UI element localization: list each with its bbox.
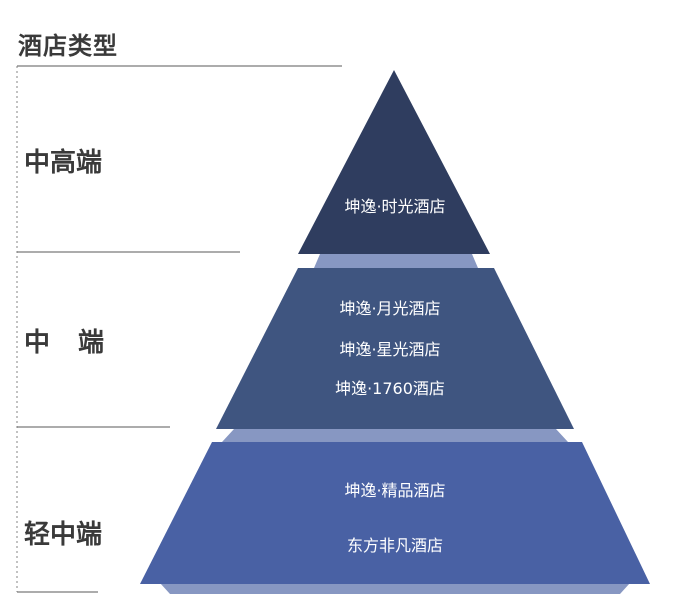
hotel-name: 坤逸·时光酒店 [344,197,445,216]
tier-gap-band-2 [222,429,568,442]
tier-label-high: 中高端 [24,148,103,178]
tier-label-mid: 中端 [24,328,133,358]
diagram-title: 酒店类型 [18,32,118,60]
hotel-name: 坤逸·精品酒店 [344,481,445,500]
tier-gap-band-1 [314,254,478,268]
tier-gap-band-3 [160,583,630,594]
tier-shape-high [298,70,490,254]
hotel-name: 东方非凡酒店 [347,536,443,555]
tier-shape-low [140,442,650,584]
hotel-name: 坤逸·星光酒店 [339,340,440,359]
tier-shape-mid [216,268,574,429]
hotel-name: 坤逸·1760酒店 [335,379,445,398]
hotel-name: 坤逸·月光酒店 [339,299,440,318]
tier-label-low: 轻中端 [24,520,103,550]
